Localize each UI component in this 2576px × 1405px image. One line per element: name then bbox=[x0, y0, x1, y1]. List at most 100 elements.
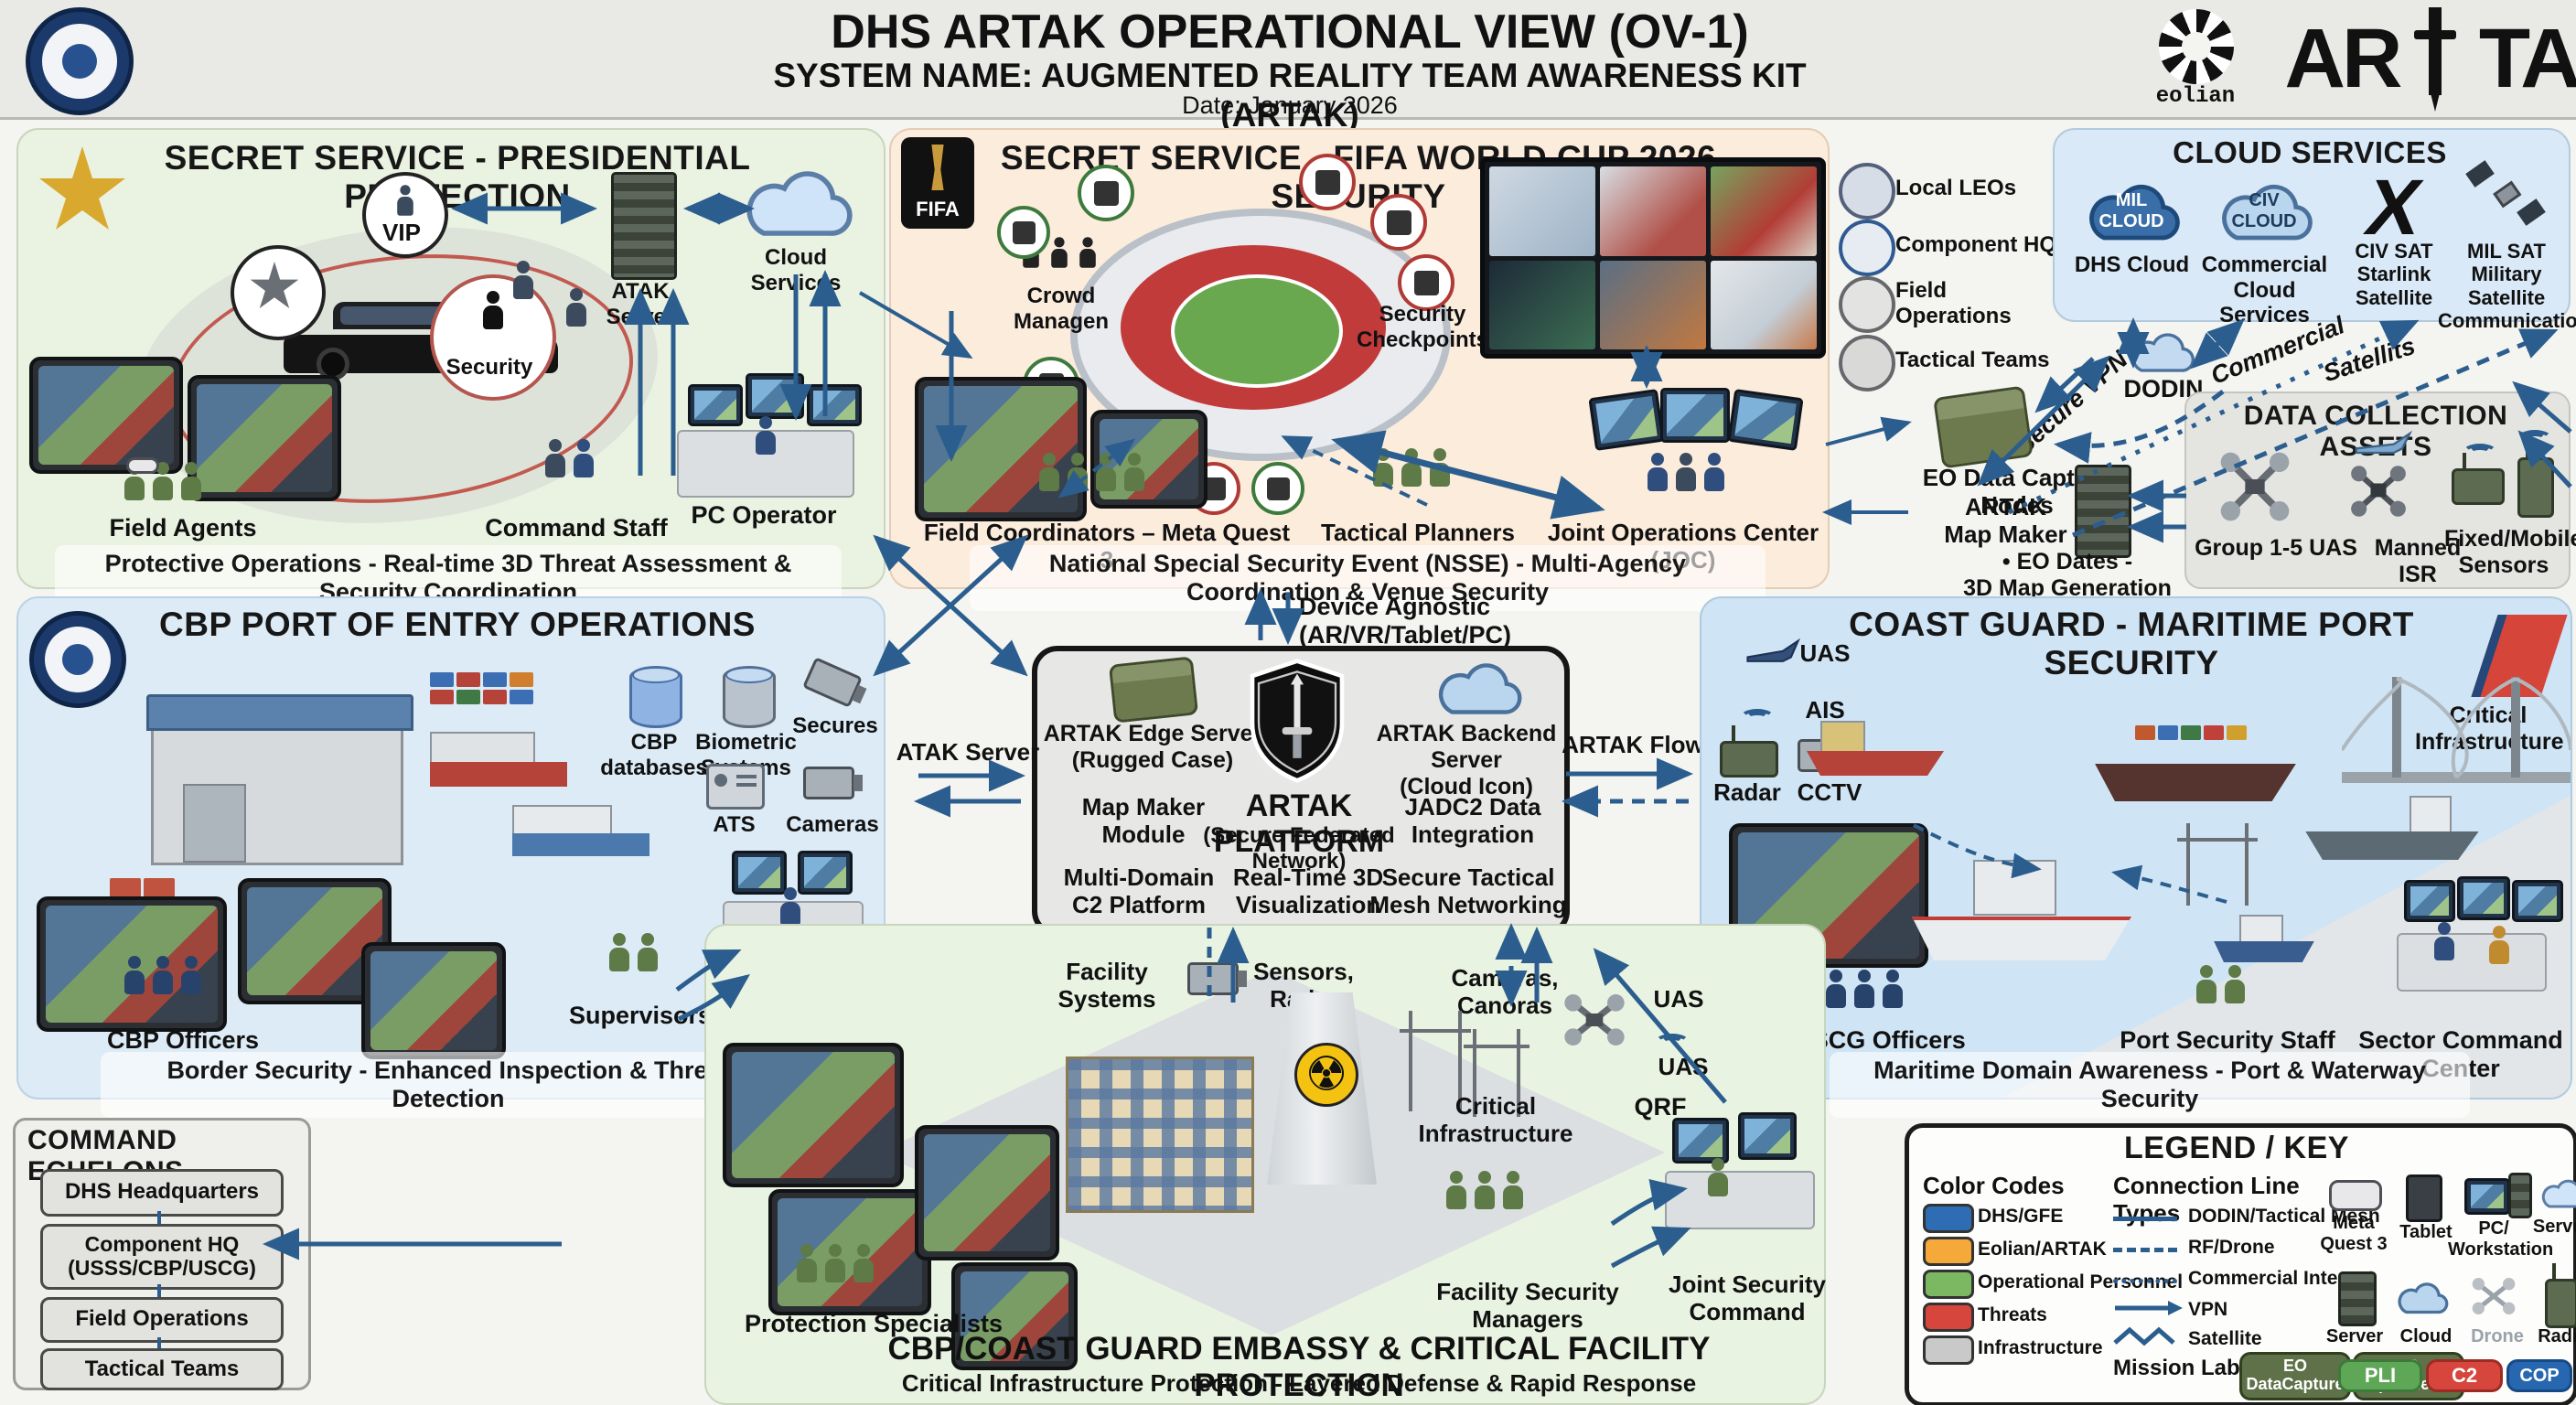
checkpoint-icon bbox=[1398, 254, 1454, 311]
mil-cloud-icon bbox=[2089, 184, 2180, 241]
joc-operators-group bbox=[1647, 453, 1725, 491]
radar-device-icon bbox=[1720, 725, 1778, 778]
field-agents-label: Field Agents bbox=[109, 514, 257, 542]
bridge-icon bbox=[2342, 677, 2571, 783]
supervisors-group bbox=[608, 933, 659, 971]
ar-view-thumbnail bbox=[915, 377, 1087, 521]
uas-label-a: UAS bbox=[1653, 985, 1704, 1013]
component-hq-icon bbox=[1839, 220, 1895, 276]
meta-quest-label: Meta Quest 3 bbox=[2320, 1213, 2388, 1254]
color-chip-infrastructure bbox=[1923, 1335, 1974, 1365]
page-title: DHS ARTAK OPERATIONAL VIEW (OV-1) bbox=[831, 5, 1749, 59]
joc-screen bbox=[1727, 388, 1804, 452]
jsc-monitor bbox=[1672, 1118, 1729, 1164]
device-agnostic-label: Device Agnostic(AR/VR/Tablet/PC) bbox=[1299, 593, 1512, 649]
legend-title: LEGEND / KEY bbox=[2124, 1131, 2349, 1165]
group-uas-label: Group 1-5 UAS bbox=[2195, 535, 2357, 561]
facility-uas-drone-icon bbox=[1564, 994, 1625, 1046]
vip-circle bbox=[362, 172, 448, 258]
pc-operator-label: PC Operator bbox=[691, 501, 837, 529]
command-staff-group bbox=[544, 439, 595, 477]
artak-platform-net: (Secure Federated Network) bbox=[1203, 823, 1395, 874]
port-ops-monitor bbox=[732, 851, 787, 895]
cargo-containers bbox=[430, 672, 533, 704]
cargo-containers bbox=[110, 878, 175, 898]
ais-signal-icon bbox=[1736, 695, 1778, 723]
ats-card-icon bbox=[706, 764, 765, 810]
server-label-r1: Server bbox=[2532, 1217, 2576, 1237]
color-chip-eolian bbox=[1923, 1237, 1974, 1266]
checkpoint-icon bbox=[1370, 194, 1427, 251]
artak-map-maker-icon bbox=[2075, 465, 2131, 558]
facility-section-title: CBP/COAST GUARD EMBASSY & CRITICAL FACIL… bbox=[887, 1331, 1711, 1404]
tactical-teams-icon bbox=[1839, 335, 1895, 391]
color-chip-personnel bbox=[1923, 1270, 1974, 1299]
surveillance-monitor-wall bbox=[1480, 157, 1826, 359]
ar-view-thumbnail bbox=[188, 375, 341, 501]
checkpoint-icon bbox=[1078, 165, 1134, 221]
cg-caption: Maritime Domain Awareness - Port & Water… bbox=[1830, 1052, 2470, 1118]
pc-operator-monitor bbox=[746, 373, 804, 419]
pc-tower-icon bbox=[2508, 1173, 2532, 1218]
joc-screen bbox=[1588, 388, 1665, 452]
mil-satellite-icon bbox=[2465, 160, 2546, 226]
atak-server-link-label: ATAK Server bbox=[896, 738, 1040, 766]
line-label: Commercial Internet bbox=[2188, 1268, 2375, 1289]
scc-monitor bbox=[2404, 880, 2455, 922]
ar-view-thumbnail bbox=[723, 1043, 904, 1187]
echelon-connector bbox=[157, 1337, 161, 1348]
artak-dagger-icon bbox=[2414, 7, 2456, 112]
port-security-staff-label: Port Security Staff bbox=[2120, 1026, 2335, 1054]
tablet-icon bbox=[2406, 1174, 2442, 1222]
drone-label-legend: Drone bbox=[2471, 1326, 2524, 1346]
tactical-teams-label: Tactical Teams bbox=[1895, 348, 2050, 372]
echelon-box: Tactical Teams bbox=[40, 1348, 284, 1390]
scc-desk bbox=[2397, 933, 2547, 992]
ar-view-thumbnail bbox=[361, 942, 506, 1059]
cameras-icon bbox=[803, 767, 863, 799]
line-sample-rf bbox=[2113, 1248, 2177, 1252]
pc-workstation-label: PC/ Workstation bbox=[2448, 1218, 2554, 1260]
ats-label: ATS bbox=[713, 812, 756, 837]
echelon-connector bbox=[157, 1284, 161, 1297]
field-coordinators-group bbox=[1038, 453, 1145, 491]
color-label: Infrastructure bbox=[1978, 1337, 2103, 1358]
backend-server-label: ARTAK Backend Server(Cloud Icon) bbox=[1376, 721, 1557, 799]
fishing-boat bbox=[1807, 721, 1944, 776]
sensors-radar-label: Sensors,Radar bbox=[1253, 958, 1354, 1013]
color-codes-title: Color Codes bbox=[1923, 1172, 2065, 1199]
jsc-desk bbox=[1665, 1171, 1815, 1229]
cbp-databases-icon bbox=[629, 666, 682, 728]
facility-section-caption: Critical Infrastructure Protection - Lay… bbox=[901, 1369, 1697, 1397]
line-label: DODIN/Tactical Mesh bbox=[2188, 1206, 2380, 1227]
civ-cloud-icon bbox=[2222, 184, 2313, 241]
server-rack-icon bbox=[2338, 1271, 2377, 1326]
echelon-box: Field Operations bbox=[40, 1297, 284, 1343]
cg-uas-plane-icon bbox=[1746, 638, 1801, 662]
radio-icon-legend bbox=[2545, 1263, 2576, 1328]
cloud-services-icon bbox=[746, 171, 853, 236]
uas-drone-icon bbox=[2220, 452, 2290, 521]
power-pylon-icon bbox=[1464, 1029, 1530, 1117]
cbp-title: CBP PORT OF ENTRY OPERATIONS bbox=[159, 606, 756, 643]
pc-workstation-icon bbox=[2464, 1178, 2510, 1215]
color-label: Threats bbox=[1978, 1304, 2047, 1325]
checkpoint-icon bbox=[1251, 462, 1304, 515]
eo-data-capture-icon bbox=[1933, 385, 2034, 469]
cctv-label: CCTV bbox=[1797, 778, 1862, 806]
tanker-ship bbox=[2305, 796, 2479, 860]
cbp-caption: Border Security - Enhanced Inspection & … bbox=[101, 1052, 796, 1118]
ar-view-thumbnail bbox=[29, 357, 183, 474]
